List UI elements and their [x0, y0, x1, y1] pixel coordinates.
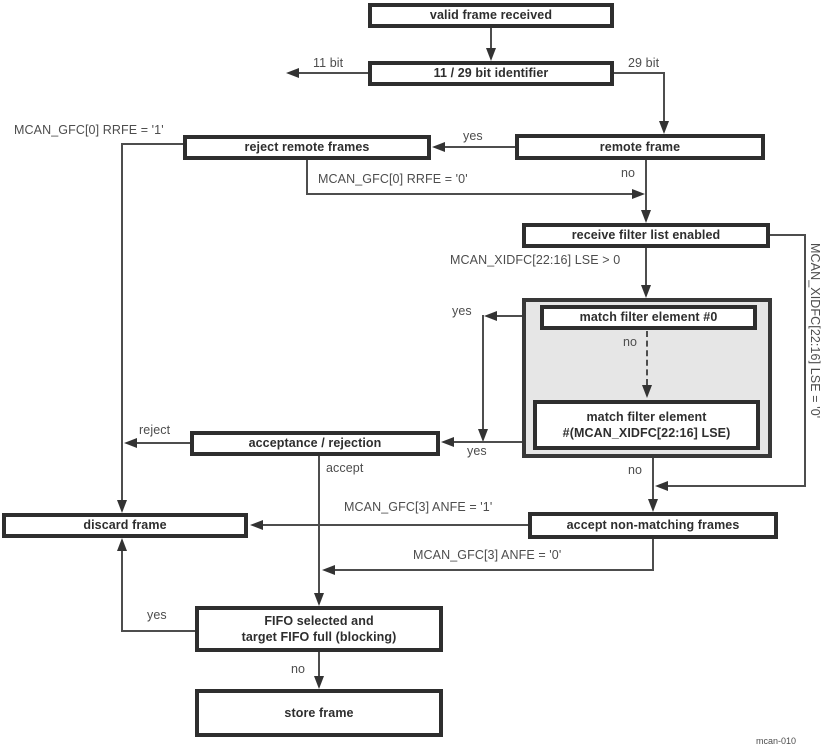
node-receive-filter-list-enabled: receive filter list enabled — [522, 223, 770, 248]
label-yes-match0: yes — [452, 304, 472, 318]
node-label: accept non-matching frames — [566, 518, 740, 533]
node-label: 11 / 29 bit identifier — [433, 66, 549, 81]
node-label-line1: FIFO selected and — [264, 613, 374, 628]
node-store-frame: store frame — [195, 689, 443, 737]
edge-anfe1 — [263, 524, 528, 526]
label-no-match0: no — [623, 335, 638, 349]
arrowhead-down — [486, 48, 496, 61]
node-remote-frame: remote frame — [515, 134, 765, 160]
edge-match0-yes-v — [482, 315, 484, 429]
arrowhead-left — [484, 311, 497, 321]
node-label: discard frame — [83, 518, 167, 533]
node-label-line2: #(MCAN_XIDFC[22:16] LSE) — [562, 426, 731, 440]
edge-anfe0-h — [334, 569, 654, 571]
arrowhead-down — [117, 500, 127, 513]
node-fifo-selected: FIFO selected and target FIFO full (bloc… — [195, 606, 443, 652]
label-yes-fifo: yes — [147, 608, 167, 622]
label-no-remote: no — [621, 166, 636, 180]
node-reject-remote-frames: reject remote frames — [183, 135, 431, 160]
arrowhead-down — [648, 499, 658, 512]
node-valid-frame-received: valid frame received — [368, 3, 614, 28]
edge-match0-no-dashed — [646, 331, 648, 385]
arrowhead-down — [641, 210, 651, 223]
edge-fifo-no — [318, 652, 320, 678]
edge-lse-gt0 — [645, 248, 647, 288]
arrowhead-down — [314, 593, 324, 606]
edge-29bit-v — [663, 72, 665, 122]
arrowhead-left — [250, 520, 263, 530]
node-match-filter-element-n: match filter element #(MCAN_XIDFC[22:16]… — [533, 400, 760, 450]
arrowhead-down — [659, 121, 669, 134]
edge-remote-no — [645, 160, 647, 214]
edge-remote-yes — [444, 146, 515, 148]
arrowhead-right — [632, 189, 645, 199]
node-match-filter-element-0: match filter element #0 — [540, 305, 757, 330]
edge-fifo-yes-v — [121, 548, 123, 632]
node-acceptance-rejection: acceptance / rejection — [190, 431, 440, 456]
edge-fifo-yes-h — [122, 630, 195, 632]
node-label: store frame — [284, 705, 354, 720]
label-rrfe1: MCAN_GFC[0] RRFE = '1' — [14, 123, 164, 137]
arrowhead-left — [655, 481, 668, 491]
node-label: acceptance / rejection — [248, 436, 382, 451]
arrowhead-down — [478, 429, 488, 442]
label-yes-matchN: yes — [467, 444, 487, 458]
arrowhead-up — [117, 538, 127, 551]
arrowhead-left — [124, 438, 137, 448]
edge-matchN-yes — [454, 441, 522, 443]
node-label: valid frame received — [429, 8, 553, 23]
label-lse-gt0: MCAN_XIDFC[22:16] LSE > 0 — [450, 253, 621, 267]
label-no-container: no — [628, 463, 643, 477]
label-11-bit: 11 bit — [313, 56, 344, 70]
node-label-line1: match filter element — [586, 409, 707, 424]
arrowhead-down — [642, 385, 652, 398]
arrowhead-left — [322, 565, 335, 575]
label-anfe0: MCAN_GFC[3] ANFE = '0' — [413, 548, 562, 562]
edge-anfe0-v — [652, 539, 654, 571]
arrowhead-left — [432, 142, 445, 152]
node-discard-frame: discard frame — [2, 513, 248, 538]
edge-rrfe1-v — [121, 143, 123, 501]
edge-11bit — [298, 72, 368, 74]
arrowhead-left — [286, 68, 299, 78]
node-accept-non-matching-frames: accept non-matching frames — [528, 512, 778, 539]
edge-29bit-h — [614, 72, 665, 74]
node-label-line2: target FIFO full (blocking) — [241, 630, 397, 644]
edge-match0-yes-h — [496, 315, 522, 317]
edge-lse0-v — [804, 234, 806, 487]
label-29-bit: 29 bit — [628, 56, 660, 70]
figure-watermark: mcan-010 — [756, 736, 797, 746]
node-label: receive filter list enabled — [571, 228, 721, 243]
node-label: remote frame — [599, 139, 681, 154]
edge-lse0-h-bottom — [668, 485, 806, 487]
label-lse-eq0: MCAN_XIDFC[22:16] LSE = '0' — [808, 243, 822, 419]
edge-rrfe1-h — [122, 143, 183, 145]
edge-rrfe0-h — [306, 193, 632, 195]
arrowhead-down — [314, 676, 324, 689]
arrowhead-left — [441, 437, 454, 447]
edge-lse0-h-top — [770, 234, 806, 236]
node-label: match filter element #0 — [579, 310, 718, 325]
node-identifier: 11 / 29 bit identifier — [368, 61, 614, 86]
label-accept: accept — [326, 461, 364, 475]
edge-valid-to-identifier — [490, 28, 492, 50]
edge-container-no — [652, 458, 654, 500]
label-yes-remote: yes — [463, 129, 483, 143]
edge-rrfe0-v — [306, 160, 308, 195]
label-reject: reject — [139, 423, 171, 437]
node-label: reject remote frames — [244, 140, 370, 155]
edge-reject — [136, 442, 190, 444]
label-anfe1: MCAN_GFC[3] ANFE = '1' — [344, 500, 493, 514]
label-no-fifo: no — [291, 662, 306, 676]
label-rrfe0: MCAN_GFC[0] RRFE = '0' — [318, 172, 468, 186]
arrowhead-down — [641, 285, 651, 298]
